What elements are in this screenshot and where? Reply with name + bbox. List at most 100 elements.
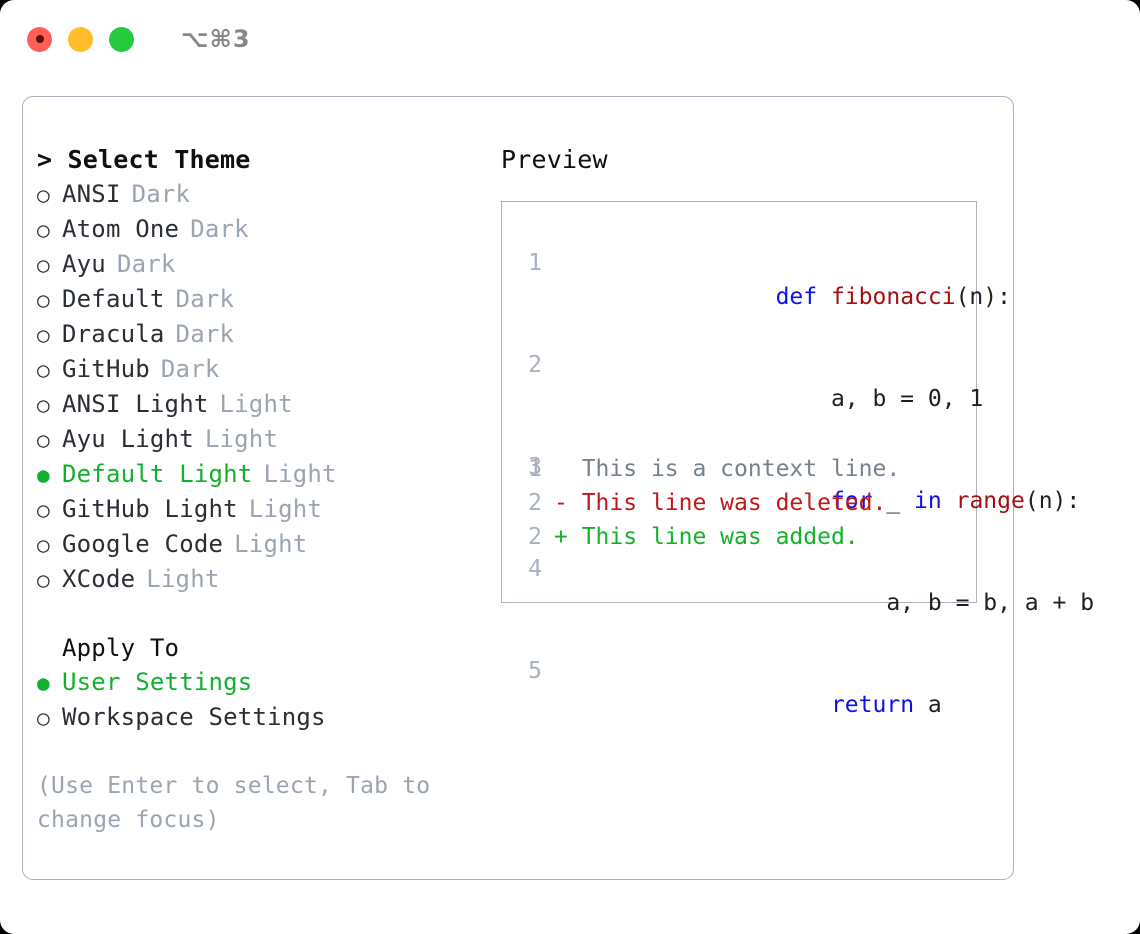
- line-number: 2: [528, 352, 542, 378]
- code-sample: 1 def fibonacci(n): 2 a, b = 0, 1: [514, 246, 1094, 756]
- code-token: in: [914, 488, 942, 514]
- apply-to-option-workspace-settings[interactable]: ○ Workspace Settings: [37, 700, 477, 735]
- theme-option-label: Ayu Light: [62, 425, 194, 453]
- code-content: a, b = 0, 1: [554, 348, 983, 450]
- diff-sample: 1 This is a context line. 2 - This line …: [514, 452, 970, 554]
- diff-content: This is a context line.: [581, 456, 901, 482]
- code-token: _: [872, 488, 915, 514]
- code-token: a: [914, 692, 942, 718]
- theme-list-header: > Select Theme: [37, 145, 251, 174]
- apply-to-option-label: User Settings: [62, 668, 253, 696]
- apply-to-option-label: Workspace Settings: [62, 703, 326, 731]
- code-line: 5 return a: [514, 654, 970, 756]
- theme-option-xcode[interactable]: ○ XCode Light: [37, 562, 477, 597]
- theme-option-atom-one-dark[interactable]: ○ Atom One Dark: [37, 212, 477, 247]
- theme-option-ayu-light[interactable]: ○ Ayu Light Light: [37, 422, 477, 457]
- radio-icon: ○: [37, 568, 50, 592]
- theme-option-ansi-dark[interactable]: ○ ANSI Dark: [37, 177, 477, 212]
- code-line: 4 a, b = b, a + b: [514, 552, 1094, 654]
- window-controls: [27, 26, 134, 52]
- section-spacer: [37, 597, 477, 631]
- theme-option-label: GitHub Light: [62, 495, 238, 523]
- code-content: for _ in range(n):: [554, 450, 1080, 552]
- apply-to-option-user-settings[interactable]: ● User Settings: [37, 665, 477, 700]
- code-token: (n):: [955, 284, 1011, 310]
- diff-marker: [554, 452, 582, 486]
- theme-option-tag: Dark: [175, 320, 235, 348]
- keyboard-shortcut-label: ⌥⌘3: [181, 25, 251, 53]
- diff-line-added: 2 + This line was added.: [514, 520, 970, 554]
- maximize-window-button[interactable]: [109, 26, 134, 52]
- theme-selector-panel: > Select Theme ○ ANSI Dark ○ Atom One Da…: [22, 96, 1094, 880]
- line-number: 1: [528, 250, 542, 276]
- code-line: 3 for _ in range(n):: [514, 450, 1080, 552]
- theme-option-label: ANSI: [62, 180, 121, 208]
- theme-option-label: Ayu: [62, 250, 106, 278]
- radio-icon-selected: ●: [37, 463, 50, 487]
- radio-icon: ○: [37, 218, 50, 242]
- radio-icon: ○: [37, 323, 50, 347]
- radio-icon: ○: [37, 428, 50, 452]
- theme-option-label: Dracula: [62, 320, 165, 348]
- diff-content: This line was deleted.: [581, 490, 887, 516]
- preview-column: Preview 1 def fibonacci(n): 2: [501, 143, 1094, 718]
- apply-to-title: Apply To: [62, 634, 180, 662]
- theme-option-tag: Dark: [131, 180, 191, 208]
- theme-option-label: Default Light: [62, 460, 253, 488]
- diff-marker: +: [554, 524, 582, 550]
- theme-option-tag: Dark: [190, 215, 249, 243]
- theme-option-tag: Light: [146, 565, 220, 593]
- theme-option-label: XCode: [62, 565, 136, 593]
- theme-option-ansi-light[interactable]: ○ ANSI Light Light: [37, 387, 477, 422]
- code-token: return: [830, 692, 915, 718]
- theme-option-tag: Light: [234, 530, 308, 558]
- theme-option-google-code[interactable]: ○ Google Code Light: [37, 527, 477, 562]
- line-number: 1: [528, 456, 542, 482]
- line-number: 2: [528, 524, 542, 550]
- radio-icon: ○: [37, 706, 50, 730]
- diff-content: This line was added.: [581, 524, 859, 550]
- theme-option-tag: Light: [219, 390, 293, 418]
- theme-option-label: ANSI Light: [62, 390, 209, 418]
- theme-option-github-light[interactable]: ○ GitHub Light Light: [37, 492, 477, 527]
- title-bar: ⌥⌘3: [0, 0, 1140, 78]
- theme-option-dracula-dark[interactable]: ○ Dracula Dark: [37, 317, 477, 352]
- theme-option-label: Atom One: [62, 215, 180, 243]
- theme-option-label: Default: [62, 285, 165, 313]
- code-token: a, b = b, a + b: [775, 590, 1095, 616]
- keyboard-hint-text: (Use Enter to select, Tab to change focu…: [37, 773, 431, 833]
- code-token: range: [955, 488, 1025, 514]
- theme-option-default-light[interactable]: ● Default Light Light: [37, 457, 477, 492]
- theme-option-github-dark[interactable]: ○ GitHub Dark: [37, 352, 477, 387]
- diff-line-context: 1 This is a context line.: [514, 452, 970, 486]
- line-number: 2: [528, 490, 542, 516]
- theme-option-ayu-dark[interactable]: ○ Ayu Dark: [37, 247, 477, 282]
- minimize-window-button[interactable]: [68, 26, 93, 52]
- preview-title: Preview: [501, 145, 608, 174]
- theme-option-default-dark[interactable]: ○ Default Dark: [37, 282, 477, 317]
- theme-list-column: > Select Theme ○ ANSI Dark ○ Atom One Da…: [37, 143, 477, 837]
- line-number: 5: [528, 658, 542, 684]
- radio-icon: ○: [37, 183, 50, 207]
- radio-icon: ○: [37, 533, 50, 557]
- theme-option-tag: Dark: [175, 285, 235, 313]
- code-token: a, b = 0, 1: [775, 386, 984, 412]
- line-number: 4: [528, 556, 542, 582]
- code-token: fibonacci: [830, 284, 956, 310]
- code-content: a, b = b, a + b: [554, 552, 1094, 654]
- code-token: [776, 692, 831, 718]
- radio-icon: ○: [37, 393, 50, 417]
- close-window-button[interactable]: [27, 26, 52, 52]
- code-content: def fibonacci(n):: [554, 246, 1011, 348]
- code-token: for: [830, 488, 873, 514]
- code-token: def: [775, 284, 831, 310]
- diff-marker: -: [554, 490, 582, 516]
- line-number: 3: [528, 454, 542, 480]
- radio-icon: ○: [37, 253, 50, 277]
- code-line: 1 def fibonacci(n):: [514, 246, 1011, 348]
- theme-option-tag: Light: [263, 460, 337, 488]
- radio-icon: ○: [37, 498, 50, 522]
- theme-option-tag: Light: [248, 495, 323, 523]
- code-line: 2 a, b = 0, 1: [514, 348, 983, 450]
